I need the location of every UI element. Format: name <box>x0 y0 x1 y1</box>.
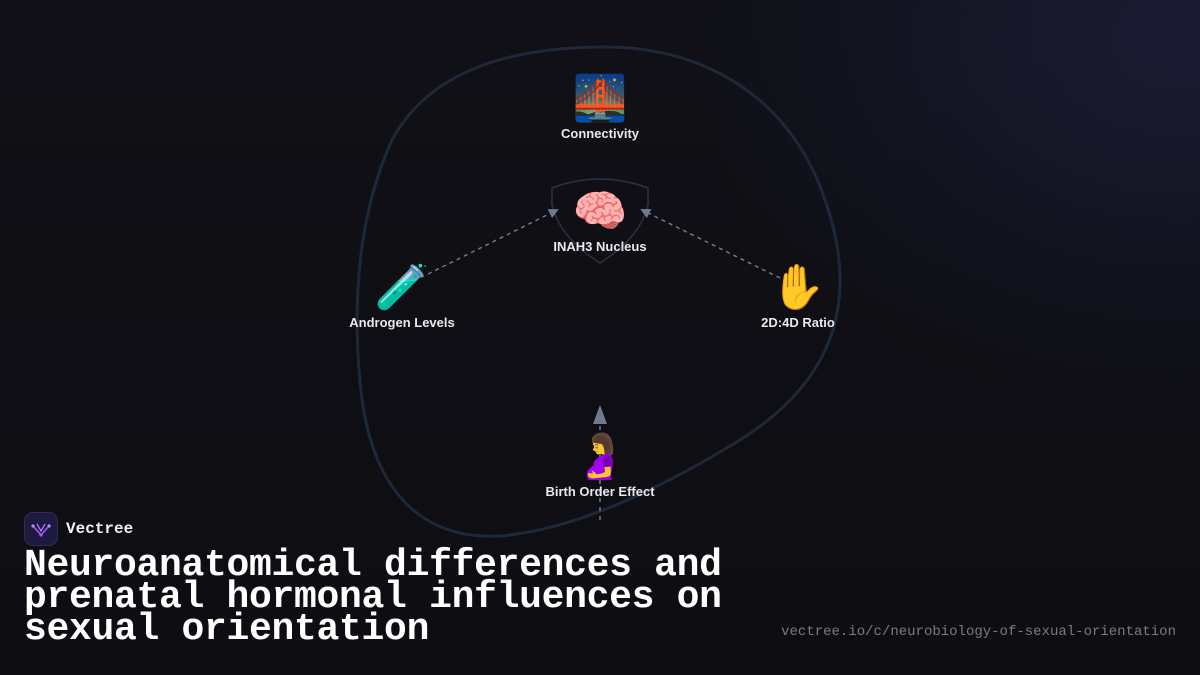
raised-hand-icon: ✋ <box>770 263 826 312</box>
node-label: Androgen Levels <box>349 315 455 330</box>
node-2d4d-ratio[interactable]: ✋ 2D:4D Ratio <box>708 263 888 330</box>
node-label: 2D:4D Ratio <box>761 315 835 330</box>
pregnant-woman-icon: 🤰 <box>572 432 628 481</box>
source-url[interactable]: vectree.io/c/neurobiology-of-sexual-orie… <box>781 624 1176 640</box>
arrow-androgen-to-inah3 <box>427 209 559 275</box>
group-outline <box>355 45 842 538</box>
arrowhead-birth-order <box>593 405 607 424</box>
brand-name: Vectree <box>66 520 134 538</box>
node-birth-order-effect[interactable]: 🤰 Birth Order Effect <box>510 432 690 499</box>
node-androgen-levels[interactable]: 🧪 Androgen Levels <box>312 263 492 330</box>
bridge-icon: 🌉 <box>572 74 628 123</box>
page-title: Neuroanatomical differences and prenatal… <box>24 544 722 651</box>
brand[interactable]: Vectree <box>24 512 133 546</box>
arrow-ratio-to-inah3 <box>640 209 781 279</box>
brain-icon: 🧠 <box>572 187 628 236</box>
node-label: Birth Order Effect <box>545 484 655 499</box>
node-connectivity[interactable]: 🌉 Connectivity <box>510 74 690 141</box>
node-label: INAH3 Nucleus <box>553 239 647 254</box>
vectree-logo-icon <box>24 512 58 546</box>
node-inah3-nucleus[interactable]: 🧠 INAH3 Nucleus <box>510 187 690 254</box>
test-tube-icon: 🧪 <box>374 263 430 312</box>
shield-shape <box>551 178 649 264</box>
node-label: Connectivity <box>560 126 639 141</box>
